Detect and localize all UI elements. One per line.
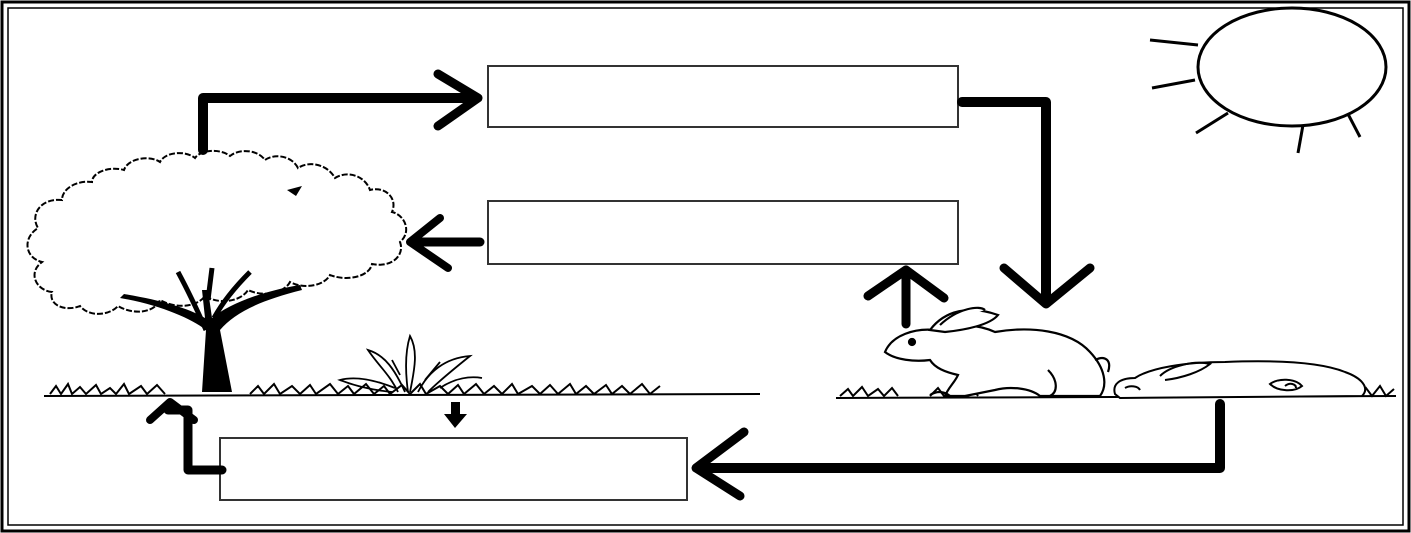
arrowhead-bottom-box-icon bbox=[691, 427, 749, 501]
arrowhead-tree-icon bbox=[406, 214, 452, 272]
tree-icon bbox=[26, 150, 408, 392]
arrowhead-middle-box-icon bbox=[863, 265, 949, 303]
arrow-top-box-to-rabbit bbox=[957, 97, 1051, 305]
rabbit-icon bbox=[883, 306, 1111, 398]
box-bottom bbox=[219, 437, 688, 501]
arrowhead-up-tree-icon bbox=[146, 398, 198, 424]
arrowhead-top-box-icon bbox=[433, 69, 483, 131]
box-top bbox=[487, 65, 959, 128]
box-middle bbox=[487, 200, 959, 265]
arrow-tree-to-top-box bbox=[198, 93, 481, 155]
arrow-plant-to-bottom-box bbox=[444, 402, 467, 428]
sun-icon bbox=[1149, 6, 1388, 154]
arrow-dead-rabbit-to-bottom-box bbox=[695, 399, 1225, 473]
arrowhead-rabbit-icon bbox=[999, 263, 1095, 309]
dead-rabbit-icon bbox=[1113, 360, 1367, 400]
plant-icon bbox=[337, 333, 483, 393]
